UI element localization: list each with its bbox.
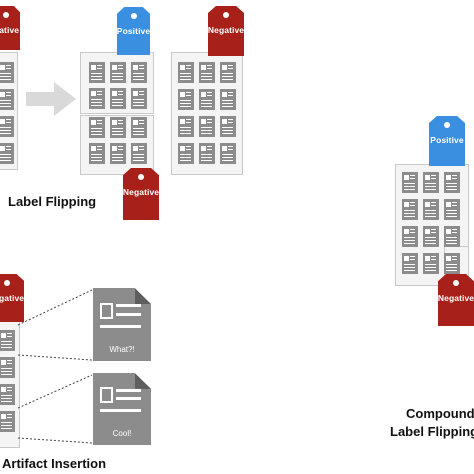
document-icon (220, 89, 236, 110)
negative-tag: Negative (208, 6, 244, 56)
document-icon (131, 117, 147, 138)
document-icon (444, 172, 460, 193)
document-icon (89, 88, 105, 109)
document-icon (178, 62, 194, 83)
negative-tag-label: Negative (0, 25, 20, 35)
negative-tag-label: Negative (207, 25, 245, 35)
negative-tag-label: Negative (0, 293, 25, 303)
artifact-document-cool: Cool! (93, 373, 151, 445)
document-icon (131, 62, 147, 83)
document-icon (199, 62, 215, 83)
document-icon (131, 88, 147, 109)
artifact-text: Cool! (112, 428, 132, 438)
document-icon (89, 143, 105, 164)
label-flipping-caption: Label Flipping (8, 194, 97, 209)
document-icon (178, 89, 194, 110)
document-icon (423, 172, 439, 193)
document-icon (110, 62, 126, 83)
page-fold (134, 373, 151, 389)
document-icon (0, 411, 15, 432)
document-icon (178, 143, 194, 164)
negative-tag: Negative (438, 274, 474, 326)
transform-arrow (26, 82, 76, 116)
artifact-insertion-caption: Artifact Insertion (2, 456, 107, 471)
document-icon (220, 62, 236, 83)
document-icon (110, 88, 126, 109)
zoom-connector-lines (17, 289, 93, 444)
document-icon (0, 330, 15, 351)
negative-tag-label: Negative (122, 187, 160, 197)
document-icon (444, 226, 460, 247)
document-icon (0, 143, 14, 164)
document-icon (402, 226, 418, 247)
negative-tag: Negative (0, 274, 24, 322)
compound-caption-line1: Compound (406, 406, 474, 421)
document-icon (0, 89, 14, 110)
document-icon (199, 143, 215, 164)
positive-tag: Positive (429, 116, 465, 166)
document-icon (402, 172, 418, 193)
document-icon (0, 116, 14, 137)
page-fold (134, 288, 151, 305)
document-icon (220, 116, 236, 137)
document-icon (89, 62, 105, 83)
document-icon (0, 62, 14, 83)
document-icon (0, 384, 15, 405)
negative-tag: Negative (0, 6, 20, 50)
image-placeholder-icon (99, 302, 113, 319)
document-icon (402, 199, 418, 220)
document-icon (402, 253, 418, 274)
document-icon (131, 143, 147, 164)
document-icon (423, 253, 439, 274)
artifact-document-what: What?! (93, 288, 151, 361)
negative-tag-label: Negative (437, 293, 474, 303)
document-icon (199, 89, 215, 110)
document-icon (178, 116, 194, 137)
artifact-text: What?! (109, 344, 135, 354)
image-placeholder-icon (99, 387, 113, 404)
negative-tag: Negative (123, 168, 159, 220)
document-icon (220, 143, 236, 164)
positive-tag-label: Positive (116, 26, 151, 36)
compound-caption-line2: Label Flipping (390, 424, 474, 439)
positive-tag: Positive (117, 7, 150, 55)
document-icon (110, 143, 126, 164)
document-icon (89, 117, 105, 138)
document-icon (444, 199, 460, 220)
document-icon (199, 116, 215, 137)
document-icon (110, 117, 126, 138)
document-icon (444, 253, 460, 274)
document-icon (423, 226, 439, 247)
document-icon (0, 357, 15, 378)
positive-tag-label: Positive (430, 135, 464, 145)
document-icon (423, 199, 439, 220)
